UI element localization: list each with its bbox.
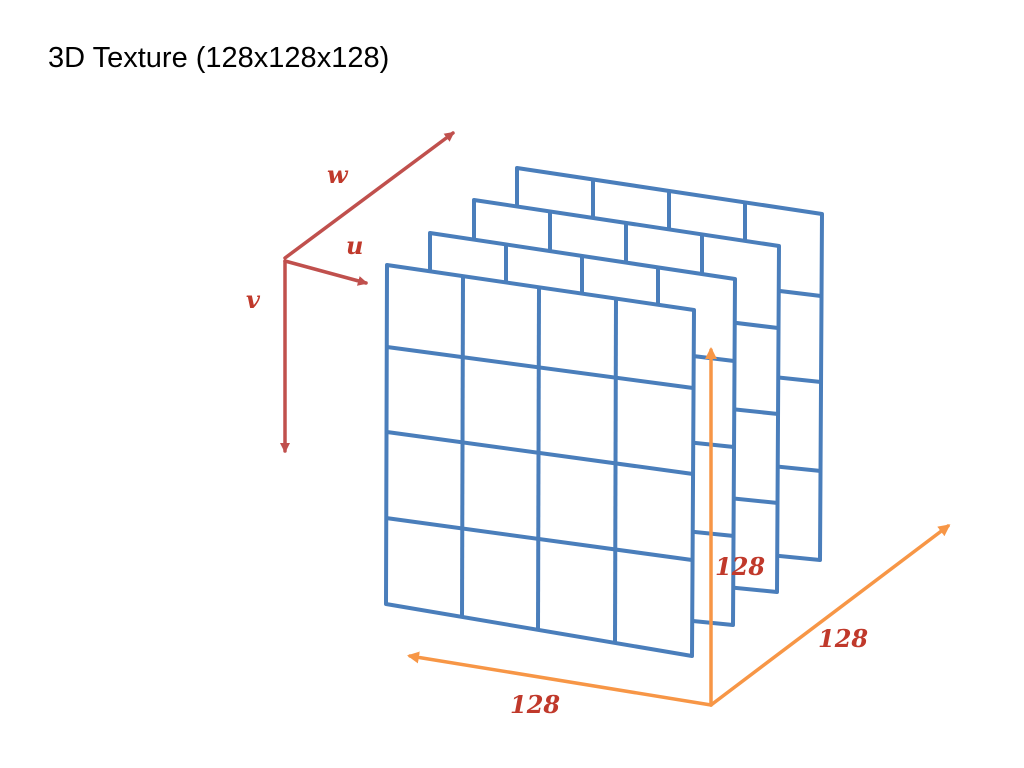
depth-dimension-arrow (709, 524, 951, 707)
page-title: 3D Texture (128x128x128) (48, 42, 390, 74)
uvw-axes (280, 131, 455, 453)
depth-dimension-label: 128 (818, 624, 868, 653)
height-dimension-label: 128 (715, 552, 765, 581)
texture-slice-1 (384, 263, 696, 658)
u-axis-arrow (283, 259, 368, 286)
width-dimension-arrow (407, 651, 713, 707)
width-dimension-label: 128 (510, 690, 560, 719)
w-axis-arrow (283, 131, 455, 260)
v-axis-label: v (246, 285, 261, 314)
dimension-arrows (407, 347, 951, 707)
w-axis-label: w (327, 160, 349, 189)
u-axis-label: u (346, 231, 363, 260)
